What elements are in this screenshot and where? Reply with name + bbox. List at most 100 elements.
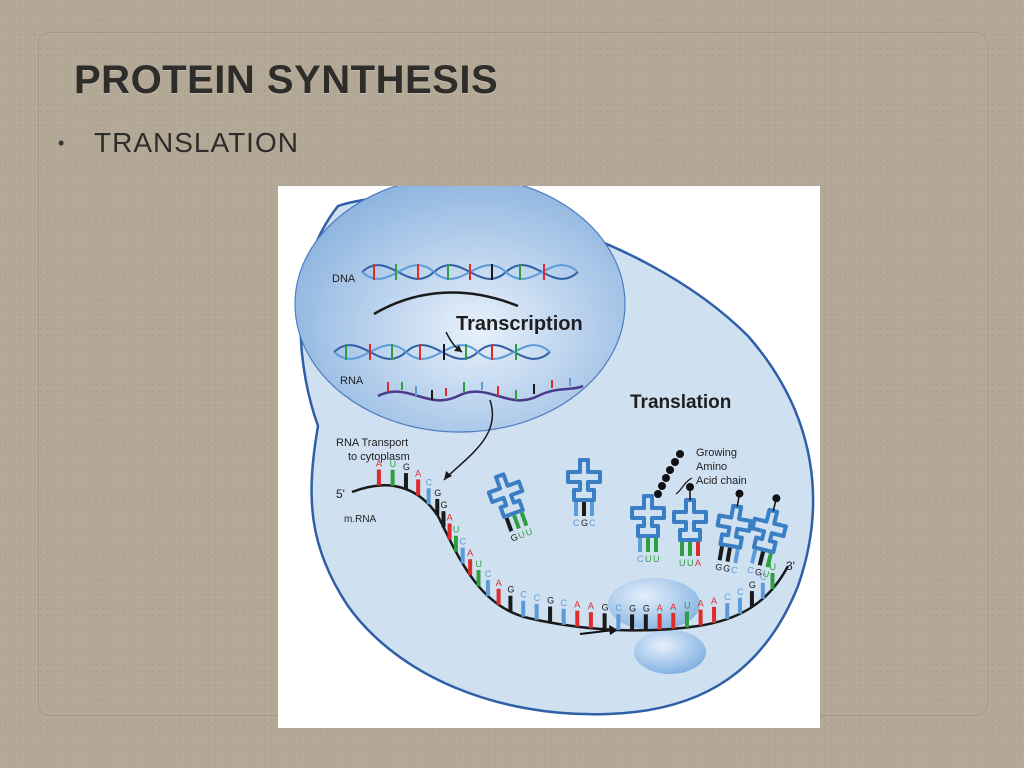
trna: GUU: [486, 472, 534, 544]
five-prime-label: 5': [336, 487, 345, 501]
mrna-base-letter: C: [724, 592, 731, 602]
nucleus: [294, 186, 626, 433]
rna-bases: [387, 378, 571, 400]
ribosome-small-subunit: [634, 630, 706, 674]
slide-title: PROTEIN SYNTHESIS: [74, 58, 499, 102]
mrna-base-letter: A: [698, 599, 704, 609]
mrna-base-letter: U: [453, 525, 460, 535]
dna-rungs: [345, 264, 545, 360]
bullet-dot: •: [58, 132, 65, 153]
mrna-base-letter: U: [390, 459, 397, 469]
growing-label-3: Acid chain: [696, 475, 747, 487]
mrna-base-letter: A: [467, 548, 473, 558]
mrna-base-letter: U: [475, 559, 482, 569]
transport-arrow: [443, 399, 494, 481]
trna-anticodon-letter: C: [573, 518, 580, 528]
amino-acid: [772, 494, 781, 503]
trna-anticodon-base: [519, 511, 529, 527]
trna-anticodon-letter: C: [589, 518, 596, 528]
trna-anticodon-base: [757, 551, 766, 566]
trna-anticodon-base: [512, 514, 521, 530]
trna-body: [486, 472, 525, 519]
mrna-base-letter: A: [574, 600, 580, 610]
mrna-base-letter: G: [602, 602, 609, 612]
trna-anticodon-base: [717, 546, 725, 561]
amino-acid-chain: [654, 450, 684, 498]
mrna-base-letter: C: [615, 603, 622, 613]
mrna-base-letter: C: [520, 590, 527, 600]
mrna-base-letter: C: [426, 477, 433, 487]
mrna-base-letter: A: [588, 601, 594, 611]
mrna-base-letter: C: [460, 537, 467, 547]
mrna-base-letter: G: [441, 500, 448, 510]
mrna-base-letter: A: [711, 596, 717, 606]
mrna-backbone: [351, 484, 790, 632]
trna-anticodon-letter: U: [679, 558, 686, 568]
growing-label-2: Amino: [696, 461, 727, 473]
rna-strand: [377, 384, 584, 402]
trna-body: [672, 498, 708, 542]
mrna-base-letter: G: [403, 462, 410, 472]
trna-anticodon-letter: G: [715, 562, 724, 573]
trna-anticodon-base: [504, 517, 514, 532]
mrna-base-letter: A: [376, 459, 382, 469]
trna-anticodon-letter: U: [762, 568, 771, 579]
trna-anticodon-letter: G: [722, 563, 731, 574]
trna-anticodon-letter: U: [645, 554, 652, 564]
mrna-base-letter: C: [534, 593, 541, 603]
transcription-label: Transcription: [456, 313, 583, 335]
mrna-base-letter: G: [507, 585, 514, 595]
three-prime-label: 3': [786, 559, 795, 573]
diagram-svg: DNA Transcription RNA Translation RNA Tr…: [294, 186, 815, 716]
trna-anticodon-base: [765, 553, 773, 568]
amino-acid: [686, 483, 694, 491]
bullet-text: TRANSLATION: [94, 127, 299, 158]
trna-anticodon-letter: G: [509, 532, 519, 544]
mrna-base-letter: G: [749, 580, 756, 590]
trna-anticodon-letter: U: [524, 526, 534, 538]
trna-anticodon-letter: G: [581, 518, 588, 528]
trna-anticodon-letter: C: [746, 565, 755, 576]
mrna-label: m.RNA: [344, 514, 377, 525]
rna-transport-label-1: RNA Transport: [336, 437, 408, 449]
mrna-base-letter: G: [629, 603, 636, 613]
mrna-base-letter: A: [415, 468, 421, 478]
amino-acid-stalk: [772, 501, 777, 512]
growing-label-1: Growing: [696, 447, 737, 459]
mrna-base-letter: A: [670, 602, 676, 612]
trna-body: [566, 458, 602, 502]
trna-anticodon-base: [725, 547, 732, 562]
trna-anticodon-letter: C: [730, 564, 739, 575]
trna-anticodon-letter: U: [687, 558, 694, 568]
mrna-base-letter: C: [561, 598, 568, 608]
trna-anticodon-letter: U: [517, 529, 527, 541]
trna-anticodon-letter: C: [637, 554, 644, 564]
mrna-base-letter: A: [496, 578, 502, 588]
amino-acid: [735, 489, 744, 498]
mrna-base-letter: U: [684, 600, 691, 610]
protein-synthesis-diagram: DNA Transcription RNA Translation RNA Tr…: [278, 186, 820, 728]
translation-label: Translation: [630, 392, 731, 413]
mrna-base-letter: C: [485, 569, 492, 579]
mrna-base-letter: G: [434, 488, 441, 498]
mrna-base-letter: C: [760, 572, 767, 582]
trna-anticodon-letter: G: [754, 566, 763, 577]
mrna-base-letter: A: [657, 603, 663, 613]
trna-anticodon-base: [733, 548, 740, 564]
rna-transport-label-2: to cytoplasm: [348, 451, 410, 463]
rna-label: RNA: [340, 375, 364, 387]
amino-acid-stalk: [736, 496, 740, 507]
trna-body: [750, 507, 788, 555]
mrna-base-letter: G: [547, 596, 554, 606]
mrna-base-letter: U: [770, 562, 777, 572]
mrna-base-letter: G: [643, 603, 650, 613]
trna-body: [715, 503, 753, 550]
trna-anticodon-letter: U: [653, 554, 660, 564]
